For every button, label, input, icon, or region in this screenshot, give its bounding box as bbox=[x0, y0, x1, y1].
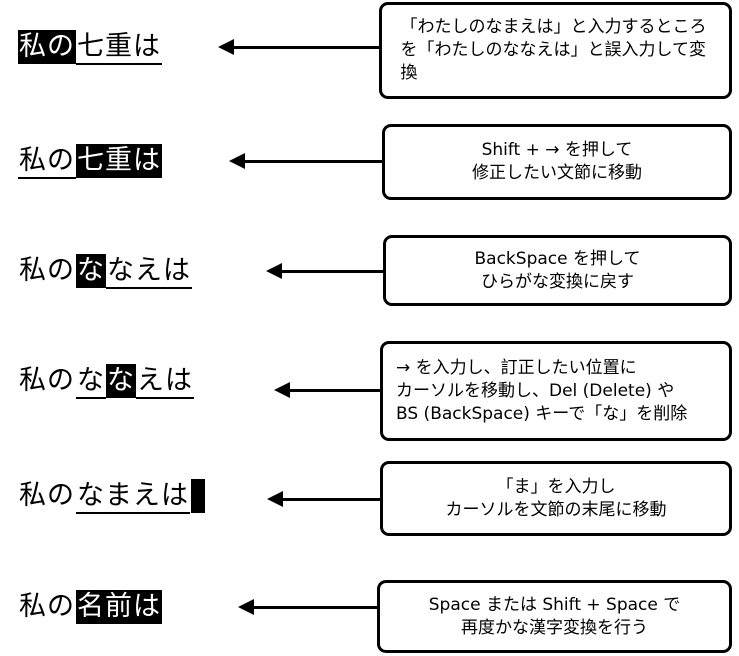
note-box: Shift + → を押して 修正したい文節に移動 bbox=[382, 124, 732, 200]
arrowhead-icon bbox=[274, 382, 290, 398]
arrow-left-icon bbox=[267, 491, 381, 507]
ime-segment-underlined: なまえは bbox=[76, 480, 190, 514]
arrow-left-icon bbox=[218, 39, 382, 55]
arrowhead-icon bbox=[238, 599, 254, 615]
arrowhead-icon bbox=[267, 491, 283, 507]
ime-segment-plain: 私の bbox=[19, 255, 75, 286]
ime-segment-underlined: な bbox=[76, 365, 106, 399]
ime-segment-selected: 私の bbox=[18, 30, 76, 64]
note-box: 「わたしのなまえは」と入力するところを「わたしのななえは」と誤入力して変換 bbox=[379, 2, 732, 99]
note-text: Space または Shift + Space で 再度かな漢字変換を行う bbox=[428, 594, 681, 638]
arrow-left-icon bbox=[266, 263, 384, 279]
ime-segment-underlined: えは bbox=[136, 365, 194, 399]
ime-segment-selected: 七重は bbox=[76, 144, 162, 178]
arrow-left-icon bbox=[229, 153, 383, 169]
note-text: BackSpace を押して ひらがな変換に戻す bbox=[474, 248, 641, 292]
arrow-left-icon bbox=[238, 599, 378, 615]
note-text: Shift + → を押して 修正したい文節に移動 bbox=[472, 140, 642, 183]
note-box: Space または Shift + Space で 再度かな漢字変換を行う bbox=[377, 580, 732, 653]
ime-segment-plain: 私の bbox=[19, 365, 75, 396]
ime-composition: 私のなまえは bbox=[18, 479, 205, 514]
arrowhead-icon bbox=[218, 39, 234, 55]
note-text: 「わたしのなまえは」と入力するところを「わたしのななえは」と誤入力して変換 bbox=[400, 17, 707, 83]
ime-segment-selected: な bbox=[76, 254, 106, 288]
note-box: → を入力し、訂正したい位置に カーソルを移動し、Del (Delete) や … bbox=[380, 341, 732, 441]
ime-segment-plain: 私の bbox=[19, 480, 75, 511]
ime-segment-underlined: 私の bbox=[18, 145, 76, 179]
note-text: → を入力し、訂正したい位置に カーソルを移動し、Del (Delete) や … bbox=[396, 357, 688, 424]
note-box: BackSpace を押して ひらがな変換に戻す bbox=[383, 235, 732, 306]
ime-segment-selected: 名前は bbox=[76, 590, 162, 624]
ime-segment-selected: な bbox=[106, 364, 136, 398]
ime-composition: 私の七重は bbox=[18, 144, 162, 179]
text-cursor bbox=[191, 479, 205, 513]
arrow-left-icon bbox=[274, 382, 382, 398]
arrowhead-icon bbox=[229, 153, 245, 169]
arrowhead-icon bbox=[266, 263, 282, 279]
ime-segment-underlined: 七重は bbox=[76, 31, 162, 65]
ime-segment-underlined: なえは bbox=[106, 255, 192, 289]
ime-composition: 私の七重は bbox=[18, 30, 162, 65]
ime-segment-plain: 私の bbox=[19, 591, 75, 622]
ime-composition: 私のななえは bbox=[18, 254, 192, 289]
note-box: 「ま」を入力し カーソルを文節の末尾に移動 bbox=[380, 461, 732, 536]
ime-composition: 私の名前は bbox=[18, 590, 162, 624]
note-text: 「ま」を入力し カーソルを文節の末尾に移動 bbox=[445, 476, 667, 520]
ime-composition: 私のななえは bbox=[18, 364, 194, 399]
